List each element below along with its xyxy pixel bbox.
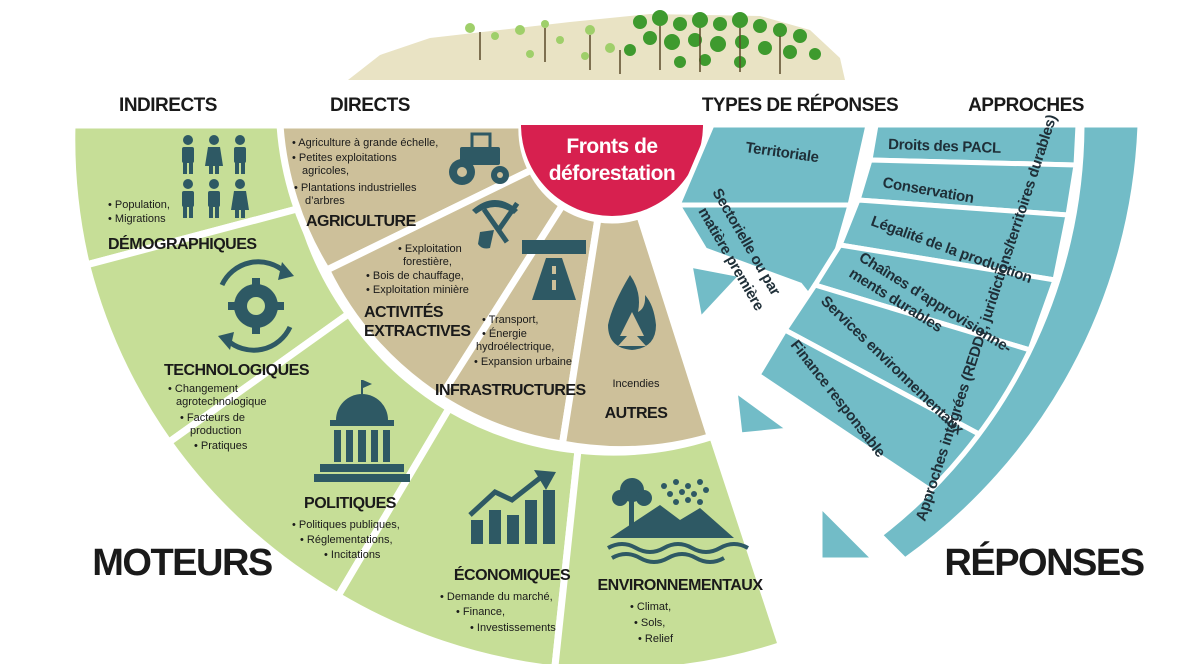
- demographiques-item-1: • Population,: [108, 199, 170, 211]
- growth-chart-icon: [468, 470, 556, 544]
- demographiques-title: DÉMOGRAPHIQUES: [108, 234, 257, 253]
- tractor-icon: [449, 132, 509, 185]
- response-types-ring: [673, 122, 872, 326]
- demographiques-item-2: • Migrations: [108, 213, 166, 225]
- environnementaux-item-3: • Relief: [638, 633, 674, 645]
- people-icon: [182, 135, 249, 218]
- economiques-item-1: • Demande du marché,: [440, 591, 553, 603]
- economiques-item-2: • Finance,: [456, 606, 505, 618]
- header-approches: APPROCHES: [968, 95, 1084, 116]
- forest-landscape-illustration: [348, 10, 845, 80]
- extractives-item-2: forestière,: [403, 256, 452, 268]
- response-types-arrow-1: [686, 261, 747, 326]
- technologiques-item-3: • Facteurs de: [180, 412, 245, 424]
- approaches-ring: [731, 122, 1143, 564]
- extractives-item-3: • Bois de chauffage,: [366, 270, 464, 282]
- economiques-item-3: • Investissements: [470, 622, 556, 634]
- politiques-item-3: • Incitations: [324, 549, 381, 561]
- pickaxe-shovel-icon: [472, 200, 520, 249]
- extractives-title-2: EXTRACTIVES: [364, 323, 471, 340]
- segment-economiques: [333, 403, 582, 664]
- infrastructures-item-2: • Énergie: [482, 327, 527, 340]
- header-types-reponses: TYPES DE RÉPONSES: [702, 94, 898, 116]
- approaches-arrow-2: [817, 498, 882, 563]
- autres-item-1: Incendies: [612, 378, 660, 390]
- center-title-line1: Fronts de: [566, 135, 657, 158]
- politiques-item-2: • Réglementations,: [300, 534, 393, 546]
- indirect-drivers-ring: [68, 121, 786, 664]
- header-directs: DIRECTS: [330, 95, 410, 116]
- technologiques-item-2: agrotechnologique: [176, 396, 267, 408]
- agriculture-item-1: • Agriculture à grande échelle,: [292, 137, 438, 149]
- center-title-line2: déforestation: [549, 162, 676, 185]
- environnementaux-item-1: • Climat,: [630, 601, 671, 613]
- agriculture-item-4: • Plantations industrielles: [294, 182, 417, 194]
- agriculture-item-2: • Petites exploitations: [292, 152, 397, 164]
- header-indirects: INDIRECTS: [119, 95, 217, 116]
- approaches-arrow-1: [731, 384, 797, 438]
- infrastructures-item-1: • Transport,: [482, 314, 538, 326]
- extractives-item-4: • Exploitation minière: [366, 284, 469, 296]
- gear-cycle-icon: [218, 259, 294, 353]
- deforestation-fronts-circle: [521, 125, 703, 216]
- politiques-title: POLITIQUES: [304, 495, 397, 512]
- extractives-title-1: ACTIVITÉS: [364, 302, 444, 321]
- infrastructures-item-3: hydroélectrique,: [476, 341, 554, 353]
- approach-integrees: [876, 122, 1143, 564]
- technologiques-item-1: • Changement: [168, 383, 238, 395]
- technologiques-title: TECHNOLOGIQUES: [164, 362, 310, 379]
- label-reponses: RÉPONSES: [944, 540, 1143, 584]
- environnementaux-title: ENVIRONNEMENTAUX: [597, 577, 763, 594]
- autres-title: AUTRES: [605, 405, 669, 422]
- technologiques-item-4: production: [190, 425, 241, 437]
- label-moteurs: MOTEURS: [92, 542, 272, 584]
- government-building-icon: [314, 380, 410, 482]
- fire-tree-icon: [608, 275, 656, 350]
- highway-icon: [522, 240, 586, 300]
- politiques-item-1: • Politiques publiques,: [292, 519, 400, 531]
- response-territoriale: [674, 122, 872, 208]
- infrastructures-item-4: • Expansion urbaine: [474, 356, 572, 368]
- segment-environnementaux: [551, 431, 786, 664]
- agriculture-item-5: d’arbres: [305, 195, 345, 207]
- environment-landscape-icon: [607, 478, 749, 564]
- extractives-item-1: • Exploitation: [398, 243, 462, 255]
- environnementaux-item-2: • Sols,: [634, 617, 665, 629]
- approach-pacl-label: Droits des PACL: [888, 136, 1001, 157]
- economiques-title: ÉCONOMIQUES: [454, 565, 571, 584]
- technologiques-item-5: • Pratiques: [194, 440, 248, 452]
- infrastructures-title: INFRASTRUCTURES: [435, 382, 587, 399]
- agriculture-item-3: agricoles,: [302, 165, 349, 177]
- agriculture-title: AGRICULTURE: [306, 213, 417, 230]
